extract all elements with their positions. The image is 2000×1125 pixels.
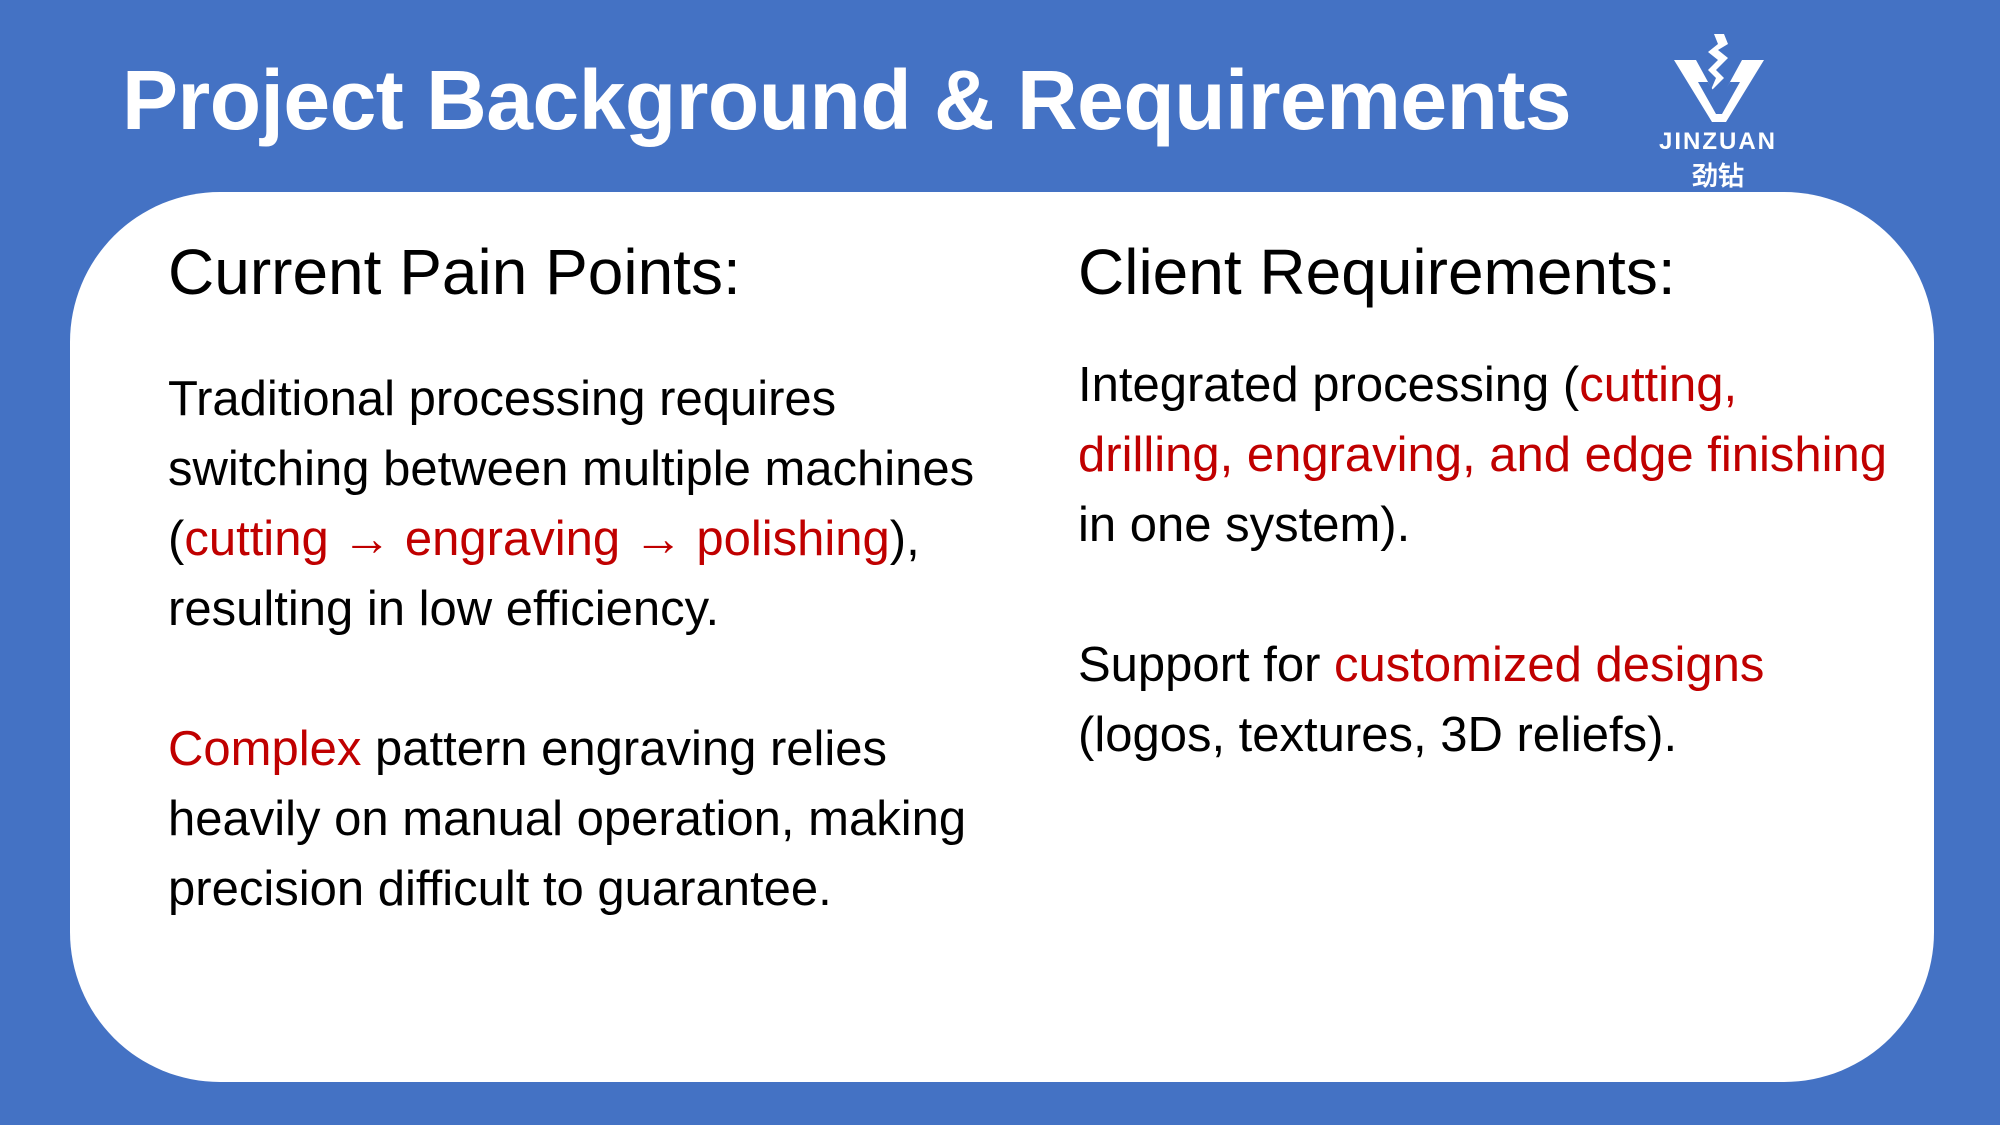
pain-point-1-highlight: cutting → engraving → polishing xyxy=(184,512,890,566)
requirements-heading: Client Requirements: xyxy=(1078,236,1676,308)
company-logo: JINZUAN 劲钻 xyxy=(1648,30,1788,191)
pain-points-column: Current Pain Points: Traditional process… xyxy=(168,232,988,924)
pain-point-2: Complex pattern engraving relies heavily… xyxy=(168,714,988,924)
jinzuan-logo-icon xyxy=(1674,34,1764,122)
pain-point-1: Traditional processing requires switchin… xyxy=(168,364,988,644)
content-panel: Current Pain Points: Traditional process… xyxy=(70,192,1934,1082)
logo-text: JINZUAN xyxy=(1658,128,1777,155)
slide-title: Project Background & Requirements xyxy=(122,53,1572,147)
requirement-1-text-a: Integrated processing ( xyxy=(1078,358,1580,412)
requirement-1-text-b: in one system). xyxy=(1078,498,1411,552)
requirement-2: Support for customized designs (logos, t… xyxy=(1078,630,1898,770)
requirement-2-highlight: customized designs xyxy=(1334,638,1765,692)
logo-subtext: 劲钻 xyxy=(1691,161,1744,191)
requirement-1: Integrated processing (cutting, drilling… xyxy=(1078,350,1898,560)
pain-point-2-highlight: Complex xyxy=(168,722,362,776)
requirement-1-highlight: cutting, drilling, engraving, and edge f… xyxy=(1078,358,1888,482)
pain-point-1-text-a: Traditional processing requires switchin… xyxy=(168,372,975,566)
requirement-2-text-b: (logos, textures, 3D reliefs). xyxy=(1078,708,1678,762)
requirement-2-text-a: Support for xyxy=(1078,638,1335,692)
requirements-column: Client Requirements: Integrated processi… xyxy=(1078,232,1898,770)
pain-point-2-text: pattern engraving relies heavily on manu… xyxy=(168,722,967,916)
pain-point-1-text-b: ), resulting in low efficiency. xyxy=(168,512,920,636)
pain-points-heading: Current Pain Points: xyxy=(168,236,741,308)
